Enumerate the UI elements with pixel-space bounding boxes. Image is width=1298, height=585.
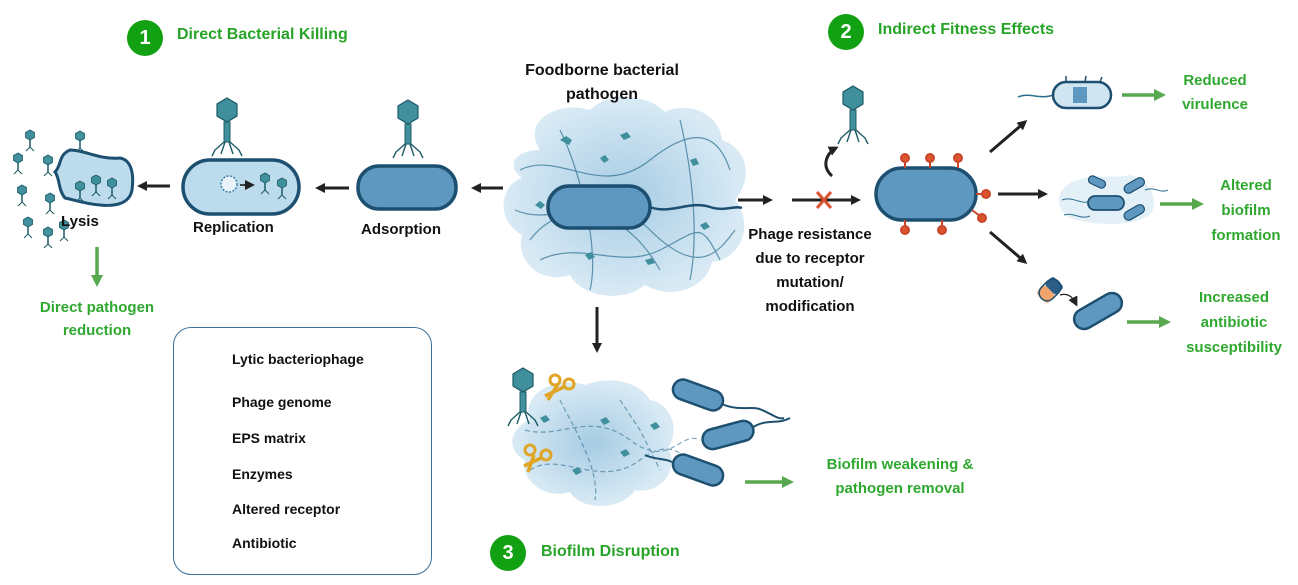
enzyme-scissors-icon-2 bbox=[523, 443, 553, 473]
adsorption-cell bbox=[356, 99, 458, 211]
legend-receptor-label: Altered receptor bbox=[232, 501, 341, 517]
antibiotic-susceptible-cell bbox=[1037, 277, 1124, 331]
legend-genome-label: Phage genome bbox=[232, 394, 332, 410]
virulence-line2: virulence bbox=[1182, 96, 1248, 113]
section-2-number: 2 bbox=[829, 15, 863, 49]
legend-phage-label: Lytic bacteriophage bbox=[232, 351, 364, 367]
virulence-cell bbox=[1017, 75, 1113, 110]
resistance-line3: mutation/ bbox=[776, 274, 844, 291]
resistant-cell bbox=[874, 153, 991, 235]
center-label-line2: pathogen bbox=[566, 86, 638, 103]
legend-antibiotic-label: Antibiotic bbox=[232, 535, 297, 551]
biofilm-line2: biofilm bbox=[1221, 202, 1271, 219]
weakening-line1: Biofilm weakening & bbox=[826, 456, 974, 473]
biofilm-line3: formation bbox=[1211, 227, 1281, 244]
antibiotic-line2: antibiotic bbox=[1200, 314, 1268, 331]
arrow-to-virulence bbox=[989, 120, 1028, 154]
resistance-line4: modification bbox=[765, 298, 855, 315]
resistance-line2: due to receptor bbox=[755, 250, 865, 267]
antibiotic-line3: susceptibility bbox=[1186, 339, 1282, 356]
replication-cell bbox=[181, 97, 301, 216]
altered-biofilm-cells bbox=[1058, 175, 1169, 224]
section-1-title: Direct Bacterial Killing bbox=[177, 26, 348, 43]
lysis-cell bbox=[12, 129, 135, 249]
section-3-title: Biofilm Disruption bbox=[541, 543, 680, 560]
legend-enzyme-label: Enzymes bbox=[232, 466, 293, 482]
resistance-line1: Phage resistance bbox=[748, 226, 872, 243]
section-3-number: 3 bbox=[491, 536, 525, 570]
virulence-line1: Reduced bbox=[1183, 72, 1247, 89]
arrow-to-antibiotic bbox=[989, 230, 1028, 264]
blocked-cross-icon bbox=[815, 191, 833, 209]
section-1-number: 1 bbox=[128, 21, 162, 55]
legend-box bbox=[173, 327, 432, 575]
direct-reduction-line2: reduction bbox=[62, 322, 132, 339]
weakening-line2: pathogen removal bbox=[835, 480, 965, 497]
legend-eps-label: EPS matrix bbox=[232, 430, 306, 446]
antibiotic-line1: Increased bbox=[1198, 289, 1270, 306]
center-biofilm bbox=[503, 97, 746, 296]
lysis-label: Lysis bbox=[61, 213, 99, 230]
direct-reduction-line1: Direct pathogen bbox=[39, 299, 155, 316]
center-label-line1: Foodborne bacterial bbox=[525, 62, 679, 79]
disrupted-biofilm bbox=[507, 367, 791, 506]
biofilm-line1: Altered bbox=[1220, 177, 1272, 194]
section-2-title: Indirect Fitness Effects bbox=[878, 21, 1055, 38]
adsorption-label: Adsorption bbox=[361, 221, 441, 238]
replication-label: Replication bbox=[193, 219, 274, 236]
bouncing-phage-icon bbox=[837, 85, 869, 145]
enzyme-scissors-icon bbox=[544, 373, 576, 401]
